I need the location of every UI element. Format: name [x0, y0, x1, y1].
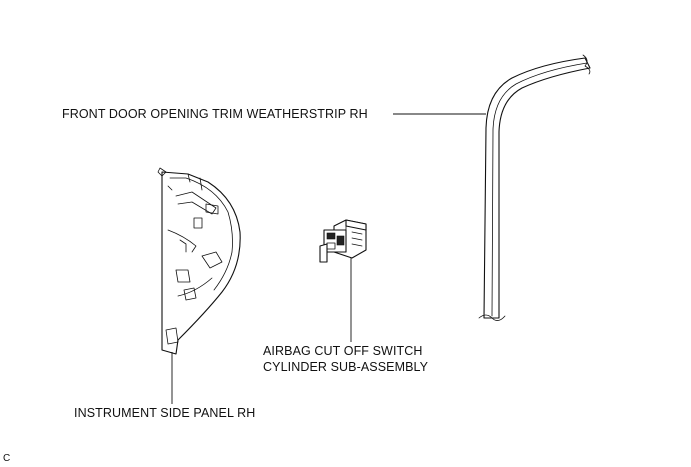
side-panel-label: INSTRUMENT SIDE PANEL RH: [74, 406, 256, 420]
switch-label-line1: AIRBAG CUT OFF SWITCH: [263, 344, 423, 358]
weatherstrip-label: FRONT DOOR OPENING TRIM WEATHERSTRIP RH: [62, 107, 368, 121]
illustration-code: C: [3, 453, 11, 464]
side-panel-illustration: [157, 167, 241, 355]
switch-label-line2: CYLINDER SUB-ASSEMBLY: [263, 360, 429, 374]
switch-illustration: [319, 219, 367, 263]
weatherstrip-illustration: [478, 54, 591, 321]
